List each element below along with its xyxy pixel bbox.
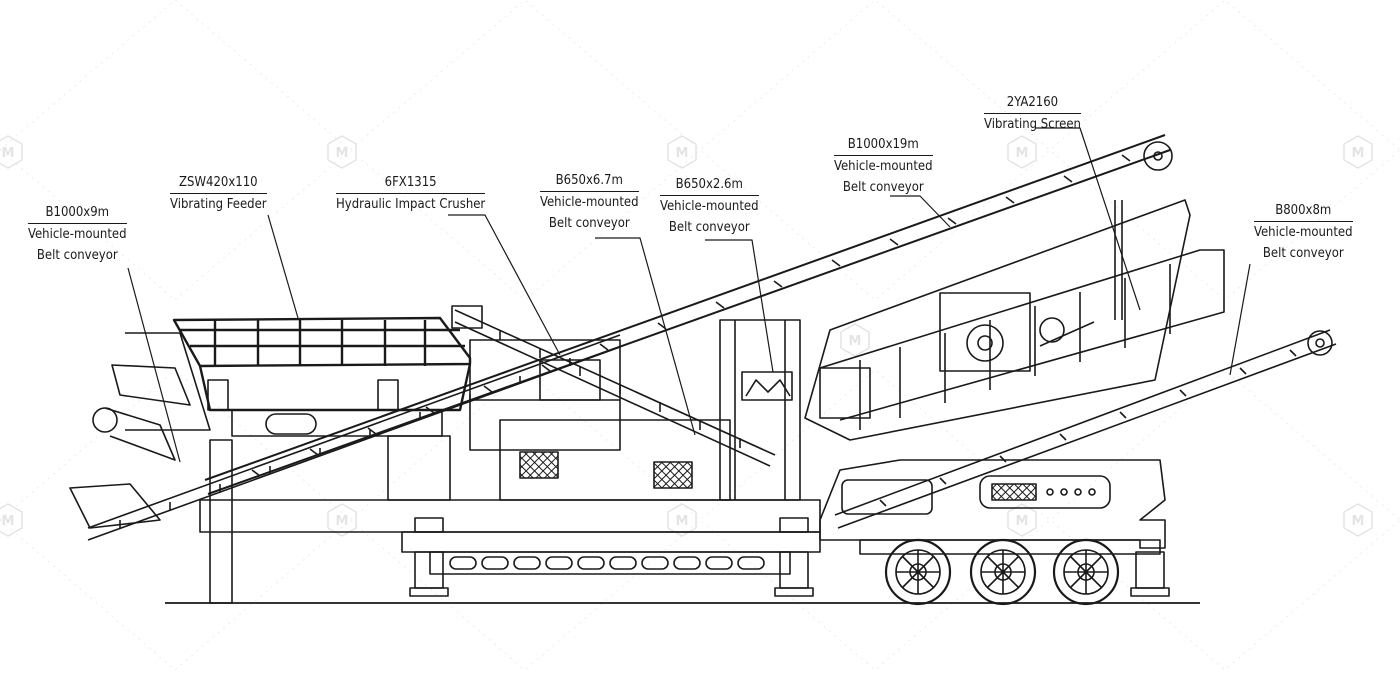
chassis-slots [449,556,765,570]
leader-lines [127,127,1251,463]
callout-vibrating-feeder: ZSW420x110 Vibrating Feeder [170,172,267,215]
callout-model: 2YA2160 [984,92,1081,114]
wheels [884,538,1120,606]
callout-line: Vehicle-mounted [1254,225,1353,240]
callout-model: B650x6.7m [540,170,639,192]
callout-b1000x19m: B1000x19m Vehicle-mounted Belt conveyor [834,134,933,198]
callout-line: Vehicle-mounted [834,159,933,174]
callout-line: Belt conveyor [668,220,750,235]
callout-line: Belt conveyor [36,248,118,263]
callout-line: Belt conveyor [548,216,630,231]
conveyor-b800x8m [834,329,1337,529]
callout-b800x8m: B800x8m Vehicle-mounted Belt conveyor [1254,200,1353,264]
callout-line: Vehicle-mounted [660,199,759,214]
conveyor-b650x6-7m [451,305,776,467]
wheel [969,538,1037,606]
callout-line: Vibrating Screen [984,117,1081,132]
callout-model: B650x2.6m [660,174,759,196]
feed-chute [69,332,211,529]
callout-line: Belt conveyor [842,180,924,195]
callout-vibrating-screen: 2YA2160 Vibrating Screen [984,92,1081,135]
callout-model: B1000x9m [28,202,127,224]
callout-model: B800x8m [1254,200,1353,222]
callout-line: Belt conveyor [1262,246,1344,261]
callout-model: ZSW420x110 [170,172,267,194]
impact-crusher-body [387,319,801,501]
callout-line: Vehicle-mounted [28,227,127,242]
callout-line: Vehicle-mounted [540,195,639,210]
machine-drawing [69,127,1337,606]
callout-line: Vibrating Feeder [170,197,267,212]
callout-impact-crusher: 6FX1315 Hydraulic Impact Crusher [336,172,486,215]
vibrating-screen-assembly [804,199,1225,441]
wheel [1052,538,1120,606]
callout-line: Hydraulic Impact Crusher [336,197,486,212]
callout-b1000x9m: B1000x9m Vehicle-mounted Belt conveyor [28,202,127,266]
callout-b650x6-7m: B650x6.7m Vehicle-mounted Belt conveyor [540,170,639,234]
callout-b650x2-6m: B650x2.6m Vehicle-mounted Belt conveyor [660,174,759,238]
wheel [884,538,952,606]
callout-model: B1000x19m [834,134,933,156]
callout-model: 6FX1315 [336,172,486,194]
conveyor-b1000x19m [204,134,1173,495]
